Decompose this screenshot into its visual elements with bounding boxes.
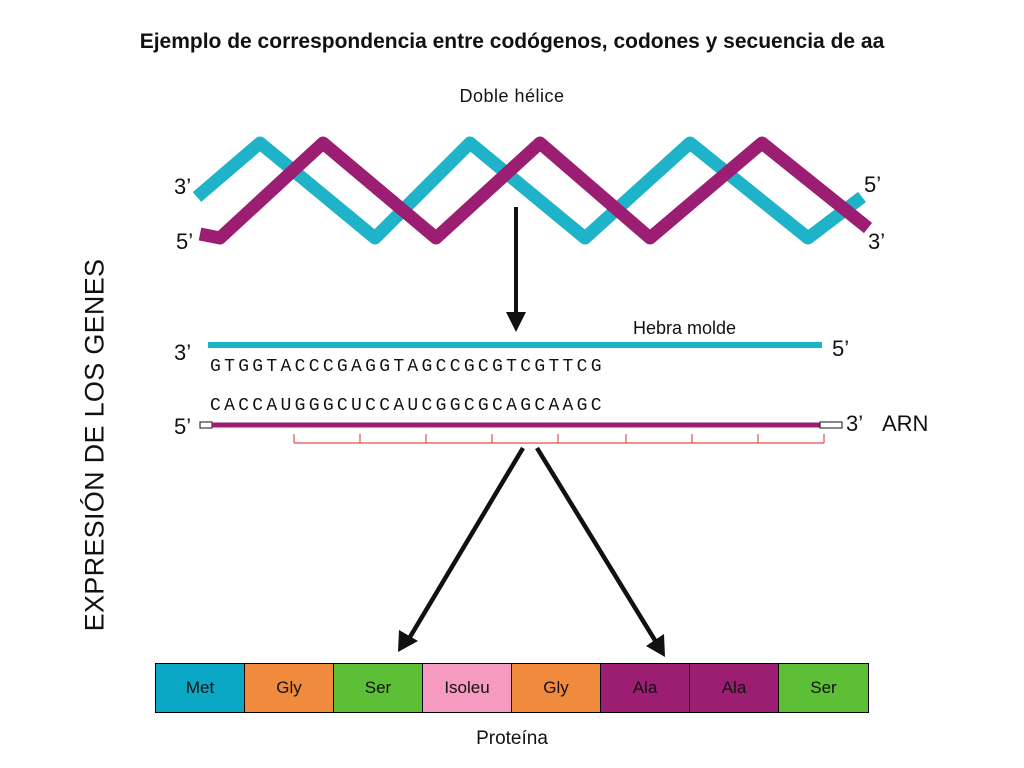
helix-strand-purple	[198, 136, 873, 245]
helix-left-top-end: 3’	[174, 174, 192, 199]
protein-label: Proteína	[476, 728, 548, 749]
amino-acid-1: Met	[156, 664, 245, 712]
down-arrow	[506, 207, 526, 332]
rna-label: ARN	[882, 411, 929, 436]
diagram-title: Ejemplo de correspondencia entre codógen…	[139, 30, 885, 53]
helix-right-top-end: 5’	[864, 172, 882, 197]
helix-right-bottom-end: 3’	[868, 229, 886, 254]
amino-acid-3: Ser	[334, 664, 423, 712]
helix-label: Doble hélice	[459, 86, 565, 106]
amino-acid-6: Ala	[601, 664, 690, 712]
rna-right-end: 3’	[846, 411, 864, 436]
amino-acid-2: Gly	[245, 664, 334, 712]
double-helix	[192, 136, 873, 245]
template-right-end: 5’	[832, 336, 850, 361]
right-arrow	[535, 446, 665, 657]
helix-strand-cyan	[192, 136, 866, 245]
helix-left-bottom-end: 5’	[176, 229, 194, 254]
rna-strand-line	[199, 421, 843, 429]
left-arrow	[398, 446, 525, 652]
amino-acid-4: Isoleu	[423, 664, 512, 712]
template-left-end: 3’	[174, 340, 192, 365]
codon-marks	[293, 434, 825, 444]
template-sequence: GTGGTACCCGAGGTAGCCGCGTCGTTCG	[210, 357, 605, 377]
amino-acid-5: Gly	[512, 664, 601, 712]
amino-acid-8: Ser	[779, 664, 868, 712]
rna-sequence: CACCAUGGGCUCCAUCGGCGCAGCAAGC	[210, 396, 605, 416]
rna-left-end: 5’	[174, 414, 192, 439]
template-strand-label: Hebra molde	[633, 318, 737, 338]
amino-acid-7: Ala	[690, 664, 779, 712]
